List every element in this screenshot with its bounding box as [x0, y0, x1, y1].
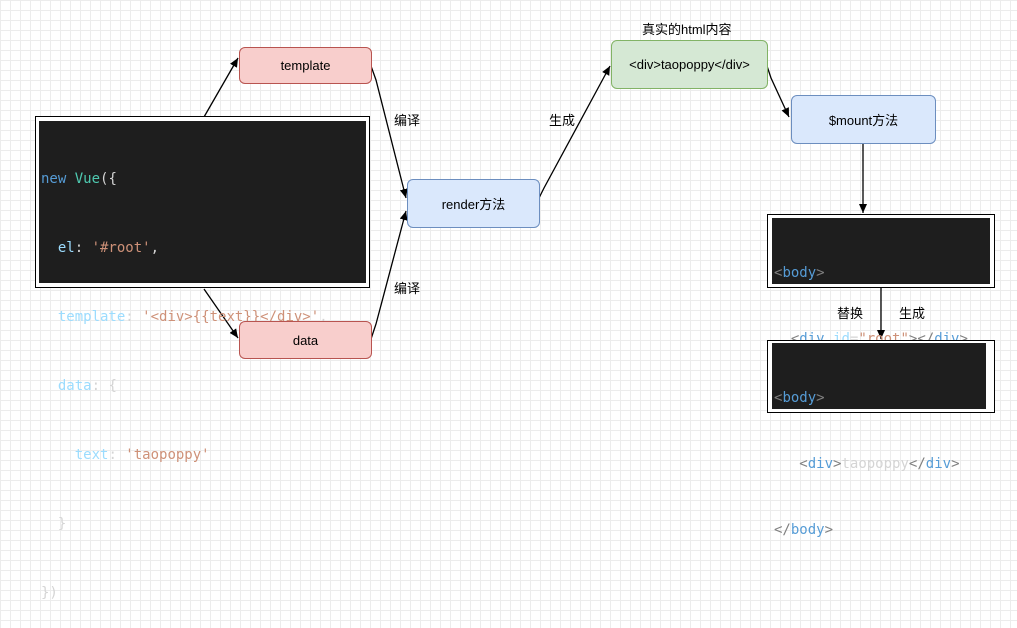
template-node: template	[239, 47, 372, 84]
arrow-html-to-mount	[766, 65, 790, 118]
body-close-tag-after: body	[790, 522, 825, 538]
code-keyword: new	[41, 171, 67, 187]
arrow-render-to-html	[538, 65, 611, 199]
code-key-data: data	[57, 378, 92, 394]
code-punc: ({	[100, 171, 117, 187]
render-node-label: render方法	[441, 197, 506, 212]
arrow-code-to-data	[203, 288, 239, 339]
html-title-label: 真实的html内容	[642, 22, 732, 37]
replace-label: 替换	[837, 306, 864, 321]
code-brace-close: }	[57, 516, 67, 532]
div-inner-text: taopoppy	[841, 456, 909, 472]
code-val-text: 'taopoppy'	[125, 447, 210, 463]
html-node-label: <div>taopoppy</div>	[629, 57, 750, 72]
body-before-code: <body> <div id="root"></div> </body>	[772, 218, 990, 413]
code-class: Vue	[74, 171, 101, 187]
body-after-code: <body> <div>taopoppy</div> </body>	[772, 343, 986, 538]
body-open-tag-after: body	[782, 390, 817, 406]
data-node: data	[239, 321, 372, 359]
arrow-template-to-render	[370, 65, 408, 199]
mount-node-label: $mount方法	[828, 113, 899, 128]
template-node-label: template	[280, 58, 331, 73]
code-key-template: template	[57, 309, 126, 325]
arrow-code-to-template	[203, 57, 239, 118]
body-open-tag: body	[782, 265, 817, 281]
generate-right-label: 生成	[899, 306, 926, 321]
arrow-data-to-render	[370, 210, 408, 340]
code-key-el: el	[57, 240, 75, 256]
div-close-tag-after: div	[925, 456, 952, 472]
div-tag-after: div	[807, 456, 834, 472]
generate-mid-label: 生成	[549, 113, 576, 128]
mount-node: $mount方法	[791, 95, 936, 144]
html-node: <div>taopoppy</div>	[611, 40, 768, 89]
render-node: render方法	[407, 179, 540, 228]
connector-arrows	[203, 57, 885, 340]
compile-bottom-label: 编译	[394, 281, 421, 296]
code-key-text: text	[74, 447, 109, 463]
compile-top-label: 编译	[394, 113, 421, 128]
data-node-label: data	[292, 332, 319, 348]
code-end: })	[41, 585, 58, 601]
code-brace-open: {	[108, 378, 117, 394]
code-val-el: '#root'	[91, 240, 151, 256]
vue-code-block: new Vue({ el: '#root', template: '<div>{…	[39, 121, 366, 601]
